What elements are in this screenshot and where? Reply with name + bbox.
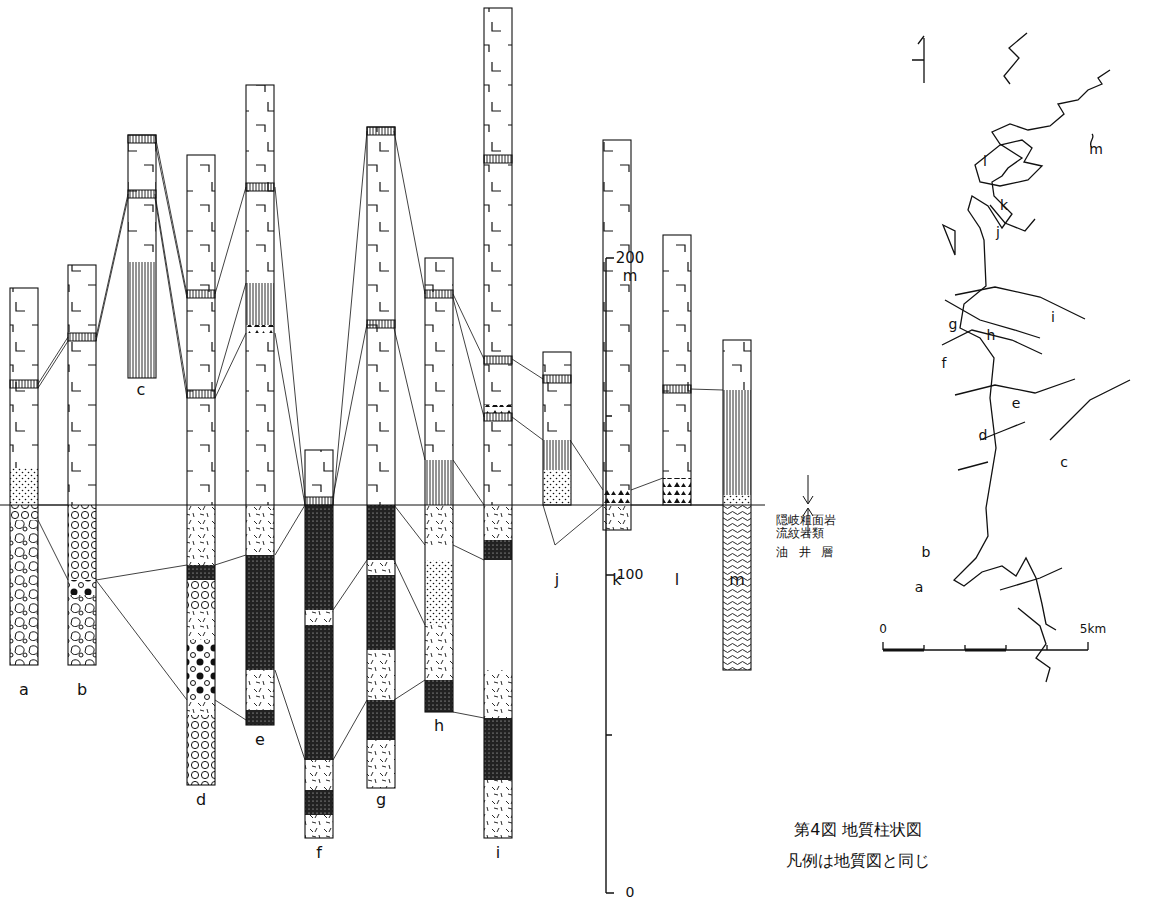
map-scale-number: 0 — [879, 623, 887, 636]
column-label: e — [255, 731, 265, 749]
column-label: a — [19, 681, 29, 699]
map-label: j — [996, 225, 1000, 240]
map-label: k — [1000, 198, 1008, 213]
figure-caption: 第4図 地質柱状図 — [794, 821, 921, 839]
map-scale-number: 5km — [1080, 623, 1106, 636]
map-label: b — [922, 545, 931, 560]
column-label: h — [434, 717, 444, 735]
map-label: e — [1012, 396, 1021, 411]
map-label: a — [915, 580, 924, 595]
map-label: f — [942, 356, 947, 371]
map-label: m — [1089, 142, 1103, 157]
column-label: c — [137, 381, 146, 399]
column-label: d — [196, 791, 206, 809]
legend-note: 凡例は地質図と同じ — [786, 852, 930, 870]
column-label: b — [77, 681, 87, 699]
column-label: g — [376, 791, 386, 809]
column-label: m — [729, 571, 745, 589]
column-label: f — [316, 844, 322, 862]
map-label: d — [979, 428, 988, 443]
unit-name: 隠岐粗面岩 流紋岩類 — [776, 514, 838, 540]
column-label: i — [496, 844, 500, 862]
map-label: l — [983, 154, 987, 169]
unit-name: 油井層 — [776, 546, 844, 559]
scale-number: 100 — [617, 567, 644, 582]
map-label: c — [1060, 455, 1068, 470]
scale-number: 200 — [616, 250, 645, 267]
scale-number: 0 — [626, 885, 635, 900]
scale-unit: m — [623, 268, 638, 285]
column-label: l — [675, 571, 679, 589]
map-label: h — [987, 328, 996, 343]
column-label: j — [555, 571, 559, 589]
map-label: i — [1051, 310, 1055, 325]
map-label: g — [949, 317, 958, 332]
